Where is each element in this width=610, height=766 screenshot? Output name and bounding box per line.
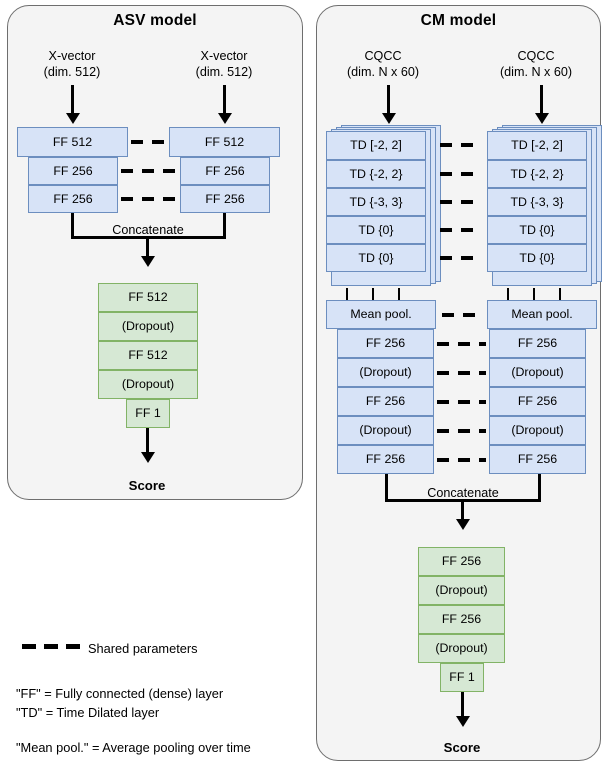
cm-left-pool-leg-1 bbox=[372, 288, 374, 300]
asv-concat-right-leg bbox=[223, 213, 226, 239]
legend-shared-parameters-label: Shared parameters bbox=[88, 641, 198, 656]
cm-left-pool-leg-0 bbox=[346, 288, 348, 300]
cm-output-layer[interactable]: FF 1 bbox=[440, 663, 484, 692]
cm-input-0-line1: CQCC bbox=[364, 49, 402, 63]
cm-head-layer-3[interactable]: (Dropout) bbox=[418, 634, 505, 663]
cm-left-ff-0[interactable]: FF 256 bbox=[337, 329, 434, 358]
cm-left-ff-1[interactable]: (Dropout) bbox=[337, 358, 434, 387]
legend-note-1: "TD" = Time Dilated layer bbox=[16, 705, 160, 720]
asv-score-arrow-head bbox=[140, 452, 155, 463]
asv-left-layer-1[interactable]: FF 256 bbox=[28, 157, 118, 185]
cm-input-0-arrow-shaft bbox=[387, 85, 390, 113]
cm-right-td-2[interactable]: TD {-3, 3} bbox=[487, 188, 587, 216]
asv-input-1-line1: X-vector bbox=[200, 49, 248, 63]
cm-left-td-2[interactable]: TD {-3, 3} bbox=[326, 188, 426, 216]
cm-right-ff-0[interactable]: FF 256 bbox=[489, 329, 586, 358]
cm-right-pool-leg-1 bbox=[533, 288, 535, 300]
asv-head-layer-2[interactable]: FF 512 bbox=[98, 341, 198, 370]
cm-input-1-line2: (dim. N x 60) bbox=[499, 65, 573, 79]
cm-input-0-line2: (dim. N x 60) bbox=[346, 65, 420, 79]
cm-concat-right-leg bbox=[538, 474, 541, 502]
asv-concat-label: Concatenate bbox=[112, 223, 184, 237]
cm-concat-down-shaft bbox=[461, 499, 464, 521]
cm-right-ff-3[interactable]: (Dropout) bbox=[489, 416, 586, 445]
asv-right-layer-2[interactable]: FF 256 bbox=[180, 185, 270, 213]
cm-right-td-3[interactable]: TD {0} bbox=[487, 216, 587, 244]
asv-head-layer-1[interactable]: (Dropout) bbox=[98, 312, 198, 341]
asv-input-0-line1: X-vector bbox=[48, 49, 96, 63]
cm-left-td-1[interactable]: TD {-2, 2} bbox=[326, 160, 426, 188]
asv-input-0-arrow-shaft bbox=[71, 85, 74, 113]
cm-right-ff-1[interactable]: (Dropout) bbox=[489, 358, 586, 387]
cm-concat-arrow-head bbox=[455, 519, 470, 530]
legend-note-0: "FF" = Fully connected (dense) layer bbox=[16, 686, 224, 701]
cm-left-ff-3[interactable]: (Dropout) bbox=[337, 416, 434, 445]
cm-left-td-3[interactable]: TD {0} bbox=[326, 216, 426, 244]
asv-score-label: Score bbox=[128, 478, 166, 493]
asv-left-layer-2[interactable]: FF 256 bbox=[28, 185, 118, 213]
cm-input-1-arrow-shaft bbox=[540, 85, 543, 113]
cm-right-pool-leg-0 bbox=[507, 288, 509, 300]
asv-input-1-arrow-head bbox=[217, 113, 232, 124]
asv-left-layer-0[interactable]: FF 512 bbox=[17, 127, 128, 157]
asv-right-layer-1[interactable]: FF 256 bbox=[180, 157, 270, 185]
cm-left-pool-leg-2 bbox=[398, 288, 400, 300]
cm-head-layer-1[interactable]: (Dropout) bbox=[418, 576, 505, 605]
panel-cm-title: CM model bbox=[420, 12, 497, 29]
cm-input-1-line1: CQCC bbox=[517, 49, 555, 63]
cm-right-ff-4[interactable]: FF 256 bbox=[489, 445, 586, 474]
asv-concat-left-leg bbox=[71, 213, 74, 239]
cm-head-layer-2[interactable]: FF 256 bbox=[418, 605, 505, 634]
asv-output-layer[interactable]: FF 1 bbox=[126, 399, 170, 428]
asv-input-0-arrow-head bbox=[65, 113, 80, 124]
cm-left-td-0[interactable]: TD [-2, 2] bbox=[326, 131, 426, 160]
cm-score-arrow-head bbox=[455, 716, 470, 727]
cm-right-pool-leg-2 bbox=[559, 288, 561, 300]
cm-input-0-arrow-head bbox=[381, 113, 396, 124]
asv-concat-arrow-head bbox=[140, 256, 155, 267]
cm-left-mean-pool[interactable]: Mean pool. bbox=[326, 300, 436, 329]
cm-left-ff-4[interactable]: FF 256 bbox=[337, 445, 434, 474]
cm-right-ff-2[interactable]: FF 256 bbox=[489, 387, 586, 416]
cm-right-td-0[interactable]: TD [-2, 2] bbox=[487, 131, 587, 160]
cm-left-ff-2[interactable]: FF 256 bbox=[337, 387, 434, 416]
asv-input-0-line2: (dim. 512) bbox=[43, 65, 101, 79]
asv-input-1-arrow-shaft bbox=[223, 85, 226, 113]
cm-right-mean-pool[interactable]: Mean pool. bbox=[487, 300, 597, 329]
asv-head-layer-3[interactable]: (Dropout) bbox=[98, 370, 198, 399]
panel-asv-title: ASV model bbox=[113, 12, 197, 29]
cm-score-arrow-shaft bbox=[461, 692, 464, 718]
asv-input-1-line2: (dim. 512) bbox=[195, 65, 253, 79]
cm-left-td-4[interactable]: TD {0} bbox=[326, 244, 426, 272]
asv-head-layer-0[interactable]: FF 512 bbox=[98, 283, 198, 312]
asv-right-layer-0[interactable]: FF 512 bbox=[169, 127, 280, 157]
legend-note-2: "Mean pool." = Average pooling over time bbox=[16, 740, 251, 755]
cm-right-td-1[interactable]: TD {-2, 2} bbox=[487, 160, 587, 188]
cm-concat-left-leg bbox=[385, 474, 388, 502]
cm-score-label: Score bbox=[443, 740, 481, 755]
cm-right-td-4[interactable]: TD {0} bbox=[487, 244, 587, 272]
cm-head-layer-0[interactable]: FF 256 bbox=[418, 547, 505, 576]
asv-concat-down-shaft bbox=[146, 236, 149, 258]
cm-concat-label: Concatenate bbox=[427, 486, 499, 500]
asv-score-arrow-shaft bbox=[146, 428, 149, 454]
cm-input-1-arrow-head bbox=[534, 113, 549, 124]
